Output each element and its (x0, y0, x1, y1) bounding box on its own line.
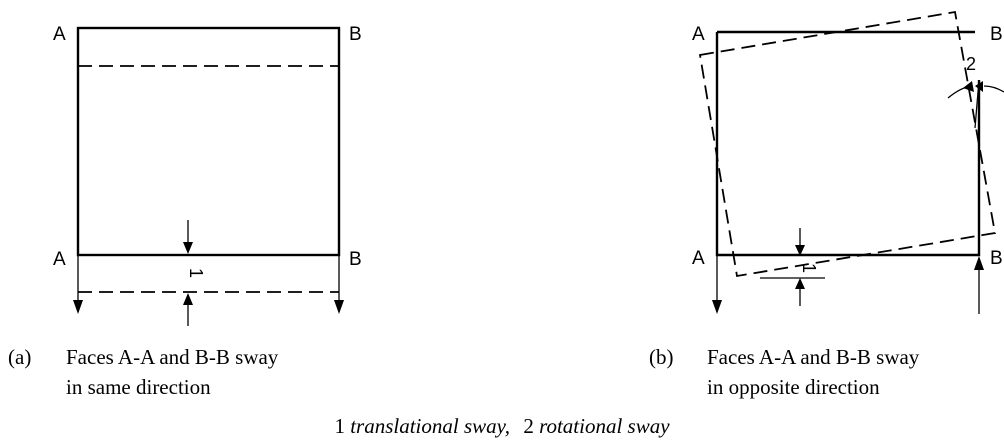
panel-b-label-bottom-left: A (692, 248, 705, 269)
panel-b: 1 2 A B A B (692, 10, 1004, 314)
panel-a-right-down-arrow (334, 255, 344, 314)
panel-a-label-top-right: B (349, 24, 362, 45)
panel-b-marker-1: 1 (799, 263, 819, 273)
footnote-number-1: 1 (334, 414, 345, 438)
footnote-number-2: 2 (523, 414, 534, 438)
panel-a-label-bottom-right: B (349, 249, 362, 270)
panel-b-label-top-left: A (692, 24, 705, 45)
panel-a-square (76, 26, 341, 257)
panel-a-label-bottom-left: A (53, 249, 66, 270)
panel-a-dimension-arrow-top (183, 220, 193, 254)
panel-b-dimension-arrow-top (795, 228, 805, 256)
footnote-text-1: translational sway, (350, 414, 510, 438)
panel-a-dimension-arrow-bottom (183, 293, 193, 326)
panel-b-right-up-arrow (974, 256, 984, 314)
panel-b-marker-2: 2 (966, 54, 976, 74)
caption-a-line1: Faces A-A and B-B sway (66, 345, 279, 369)
panel-a: 1 A B A B (53, 24, 362, 326)
panel-b-left-down-arrow (712, 255, 722, 314)
caption-b: (b) Faces A-A and B-B sway in opposite d… (649, 345, 920, 399)
panel-a-label-top-left: A (53, 24, 66, 45)
caption-a-line2: in same direction (66, 375, 211, 399)
caption-a: (a) Faces A-A and B-B sway in same direc… (8, 345, 279, 399)
panel-b-rotation-arrow-right (975, 81, 1004, 93)
caption-b-line1: Faces A-A and B-B sway (707, 345, 920, 369)
caption-b-line2: in opposite direction (707, 375, 880, 399)
panel-a-left-down-arrow (73, 255, 83, 314)
panel-b-rotation-arrow-left (947, 81, 974, 99)
caption-b-tag: (b) (649, 345, 674, 369)
panel-a-marker-1: 1 (186, 268, 206, 278)
caption-a-tag: (a) (8, 345, 31, 369)
panel-b-dimension-arrow-bottom (795, 278, 805, 306)
panel-b-label-top-right: B (990, 24, 1003, 45)
footnote: 1 translational sway, 2 rotational sway (334, 414, 670, 438)
panel-b-rotated-dashed-square (698, 10, 997, 278)
footnote-text-2: rotational sway (539, 414, 670, 438)
panel-b-square (715, 32, 981, 257)
panel-b-label-bottom-right: B (990, 248, 1003, 269)
